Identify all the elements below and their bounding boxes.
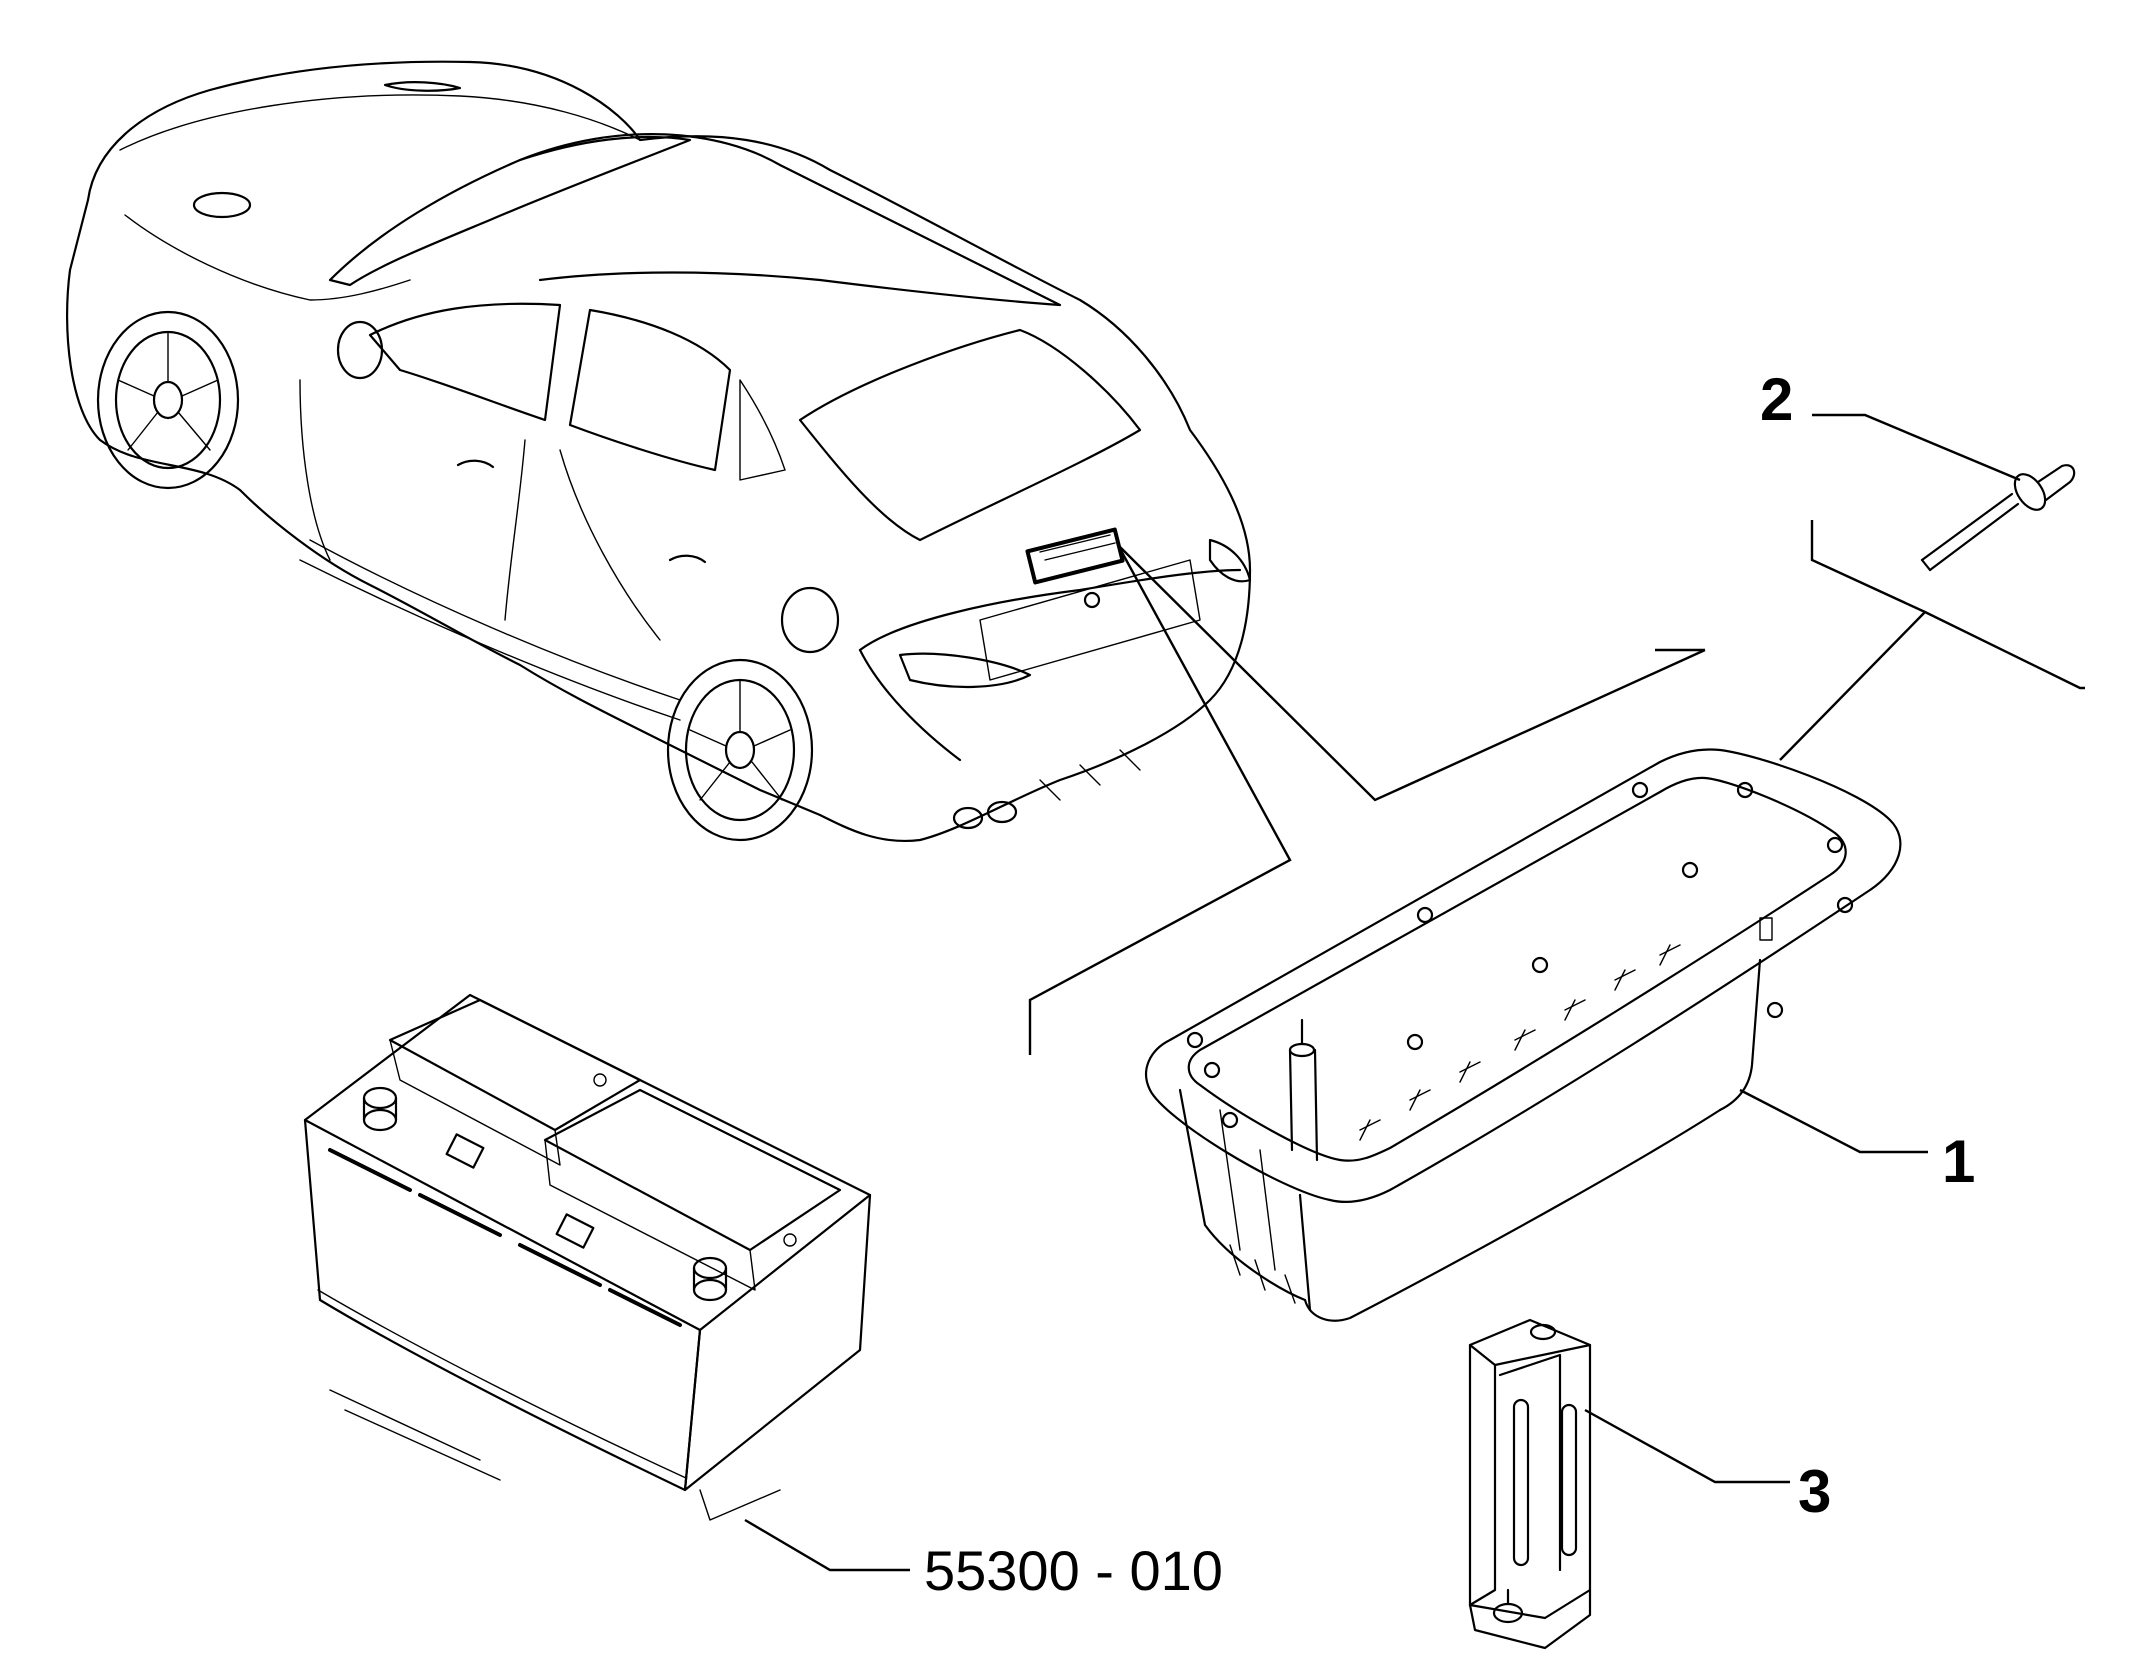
trunk-tray-illustration [1145, 748, 1902, 1322]
positive-terminal [362, 1086, 398, 1132]
battery-illustration [303, 993, 872, 1521]
callout-battery-reference: 55300 - 010 [924, 1539, 1223, 1602]
negative-terminal [692, 1256, 728, 1302]
front-wheel [96, 310, 240, 490]
rivet-illustration [1920, 464, 2076, 572]
leader-lines [744, 413, 2085, 1572]
rear-wheel [666, 658, 814, 842]
car-illustration [66, 60, 1252, 842]
callout-part-1: 1 [1942, 1128, 1975, 1195]
bracket-illustration [1468, 1318, 1592, 1650]
callout-part-2: 2 [1760, 366, 1793, 433]
callout-part-3: 3 [1798, 1458, 1831, 1525]
